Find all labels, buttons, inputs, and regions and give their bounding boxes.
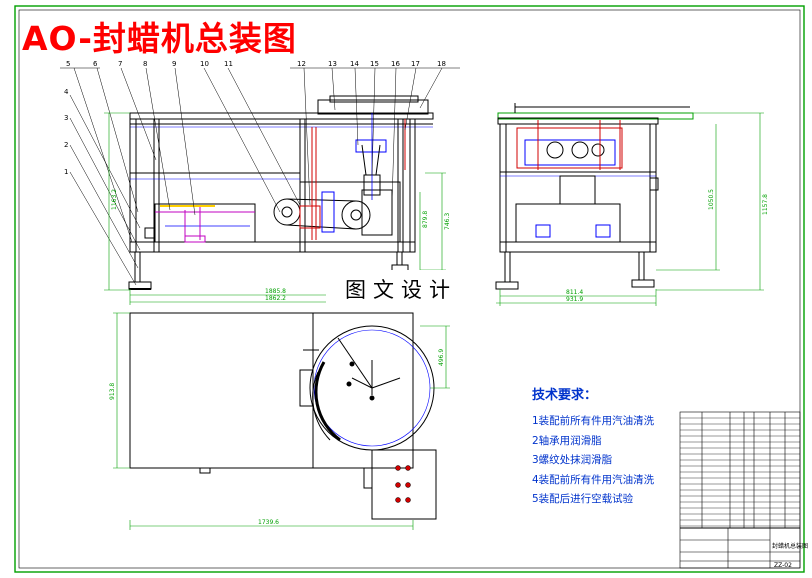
tech-requirement-item: 4装配前所有件用汽油清洗 (532, 473, 655, 486)
part-number: 10 (200, 60, 209, 68)
side-dimension-text: 811.4 931.9 1050.5 1157.8 (566, 189, 769, 303)
dimension-text: 931.9 (566, 296, 583, 303)
front-view (128, 95, 434, 290)
dimension-text: 746.3 (444, 213, 451, 230)
tech-requirement-item: 3螺纹处抹润滑脂 (532, 454, 613, 466)
dimension-text: 1157.8 (762, 194, 769, 215)
top-dimension-text: 1739.6 913.8 496.9 (109, 349, 445, 526)
part-numbers: 5 6 7 8 9 10 11 12 13 14 15 16 17 18 4 3… (64, 60, 446, 176)
part-number: 5 (66, 60, 70, 68)
watermark: 图文设计 (326, 270, 476, 310)
top-leds (395, 465, 411, 503)
inner-frame (18, 9, 801, 569)
parts-list (679, 411, 801, 569)
outer-frame (14, 5, 805, 573)
dimension-text: 1885.8 (265, 288, 286, 295)
part-number: 16 (391, 60, 400, 68)
dimension-text: 913.8 (109, 383, 116, 400)
part-number: 11 (224, 60, 233, 68)
top-view (129, 312, 437, 520)
dimension-text: 496.9 (438, 349, 445, 366)
drawing-name: 封蜡机总装图 (772, 542, 808, 550)
tech-requirements: 技术要求： 1装配前所有件用汽油清洗 2轴承用润滑脂 3螺纹处抹润滑脂 4装配前… (532, 384, 654, 510)
side-view (495, 103, 694, 290)
part-number: 7 (118, 60, 122, 68)
front-dimension-text: 1885.8 1862.2 1163.2 746.3 879.8 (111, 189, 451, 302)
part-number: 9 (172, 60, 176, 68)
title-block-text: 封蜡机总装图 ZZ-02 (772, 542, 808, 569)
tech-requirement-item: 5装配后进行空载试验 (532, 493, 634, 505)
part-number: 17 (411, 60, 420, 68)
part-number: 18 (437, 60, 446, 68)
part-number: 14 (350, 60, 359, 68)
part-number: 13 (328, 60, 337, 68)
parts-list-rows (680, 417, 800, 527)
part-number: 4 (64, 88, 69, 96)
tech-requirement-item: 2轴承用润滑脂 (532, 434, 602, 447)
page-title: AO-封蜡机总装图 (22, 19, 297, 58)
dimension-text: 811.4 (566, 289, 583, 296)
part-number: 8 (143, 60, 147, 68)
tech-requirements-heading: 技术要求： (532, 388, 598, 403)
part-number: 1 (64, 168, 68, 176)
dimension-text: 879.8 (422, 211, 429, 228)
leader-lines (60, 67, 460, 286)
part-number: 6 (93, 60, 98, 68)
part-number: 15 (370, 60, 379, 68)
drawing-number: ZZ-02 (774, 562, 792, 569)
dimension-text: 1050.5 (708, 189, 715, 210)
part-number: 12 (297, 60, 306, 68)
dimension-text: 1862.2 (265, 295, 286, 302)
dimension-text: 1739.6 (258, 519, 279, 526)
tech-requirement-item: 1装配前所有件用汽油清洗 (532, 415, 655, 427)
top-dimensions (113, 312, 450, 530)
dimension-text: 1163.2 (111, 189, 118, 210)
part-number: 3 (64, 114, 68, 122)
side-dimensions (496, 112, 764, 306)
part-number: 2 (64, 141, 68, 149)
